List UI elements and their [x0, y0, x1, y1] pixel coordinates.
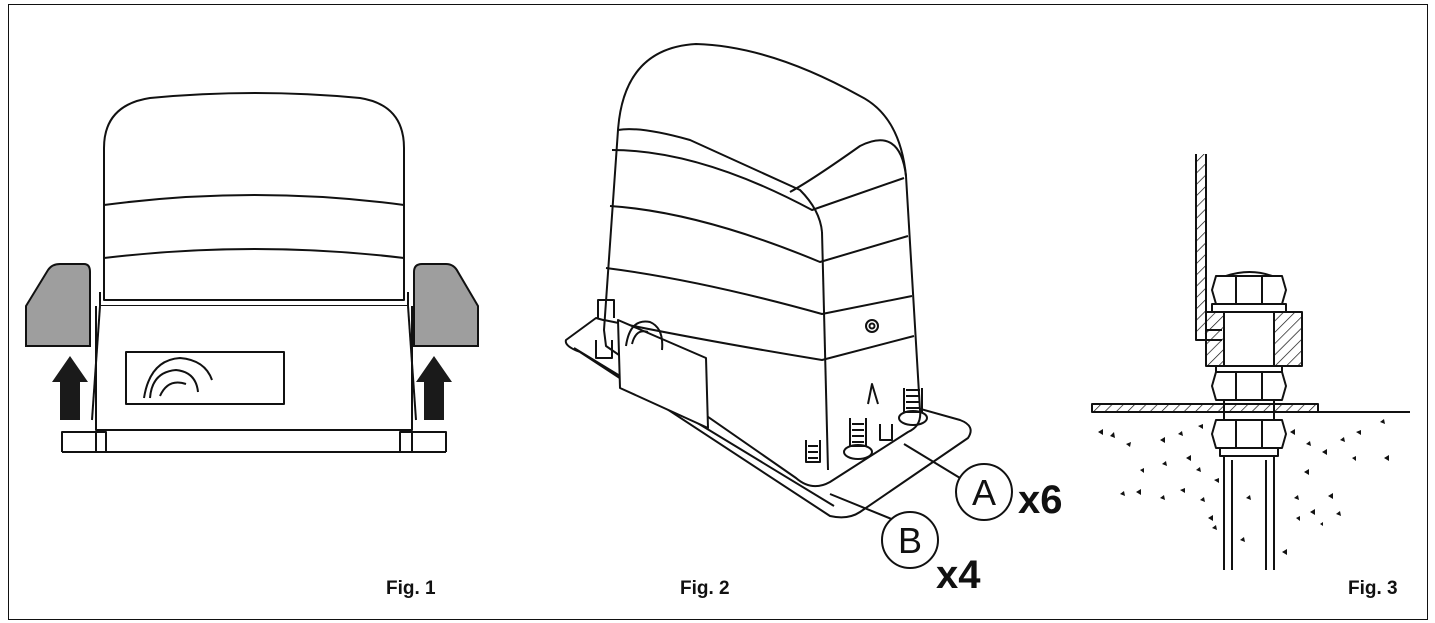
- arrow-up-right-icon: [416, 356, 452, 420]
- bottom-nut: [1211, 419, 1287, 449]
- fig1-drawing: [25, 92, 479, 453]
- release-window: [617, 319, 709, 429]
- fig2-drawing: A x6 B x4: [564, 43, 1063, 597]
- top-nut: [1211, 275, 1287, 305]
- arrow-up-left-icon: [52, 356, 88, 420]
- callout-b-letter: B: [898, 520, 922, 561]
- callout-b-circle: [881, 511, 939, 569]
- ground-plate: [1091, 403, 1319, 413]
- base-foot-left: [61, 431, 107, 452]
- threaded-stud-group: [805, 383, 928, 463]
- fig2-caption: Fig. 2: [680, 578, 730, 599]
- fig1-caption: Fig. 1: [386, 578, 436, 599]
- motor-cover-top: [103, 92, 405, 301]
- callout-b-quantity: x4: [936, 553, 981, 597]
- fig3-caption: Fig. 3: [1348, 578, 1398, 599]
- side-cover-left: [25, 263, 91, 347]
- middle-nut: [1211, 371, 1287, 401]
- callout-a-quantity: x6: [1018, 478, 1063, 522]
- side-cover-right: [413, 263, 479, 347]
- release-window: [125, 351, 285, 405]
- callout-a-circle: [955, 463, 1013, 521]
- base-foot-right: [399, 431, 447, 452]
- concrete-aggregate: [1098, 419, 1389, 555]
- callout-a-letter: A: [972, 472, 996, 513]
